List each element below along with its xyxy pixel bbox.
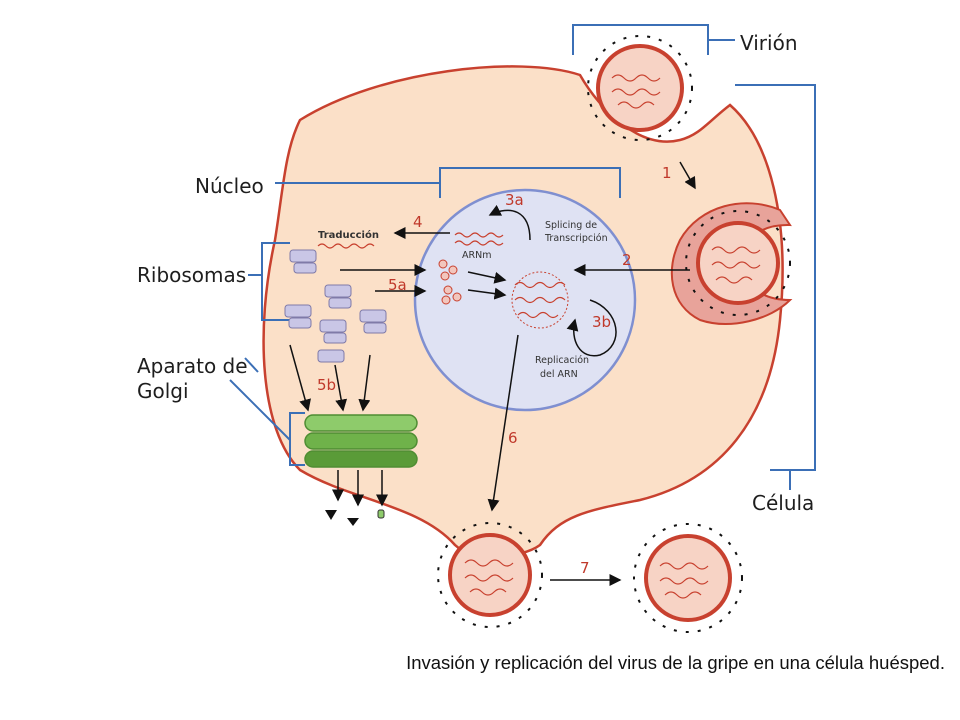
ribosomes-label: Ribosomas bbox=[137, 263, 246, 287]
translation-label: Traducción bbox=[318, 229, 379, 241]
virion-entering bbox=[587, 35, 693, 141]
virion-label: Virión bbox=[740, 31, 798, 55]
translation-strand bbox=[317, 243, 375, 249]
step-1: 1 bbox=[662, 164, 672, 182]
nucleus-label: Núcleo bbox=[195, 174, 264, 198]
mrna-label: ARNm bbox=[462, 250, 491, 261]
splicing-label-line1: Splicing de bbox=[545, 220, 597, 231]
process-arrows bbox=[289, 161, 696, 586]
virion-endosome bbox=[685, 210, 791, 316]
replication-label-line2: del ARN bbox=[540, 369, 578, 380]
rna-replication-cluster bbox=[511, 271, 569, 329]
released-spikes bbox=[325, 509, 385, 526]
nuclear-particles bbox=[438, 259, 462, 305]
step-3b: 3b bbox=[592, 313, 611, 331]
figure-caption: Invasión y replicación del virus de la g… bbox=[406, 652, 945, 673]
virion-released bbox=[633, 523, 743, 633]
golgi-label-line2: Golgi bbox=[137, 379, 189, 403]
step-4: 4 bbox=[413, 213, 423, 231]
step-5b: 5b bbox=[317, 376, 336, 394]
golgi-bracket-line bbox=[229, 379, 291, 441]
replication-label-line1: Replicación bbox=[535, 355, 589, 366]
step-3a: 3a bbox=[505, 191, 524, 209]
step-2: 2 bbox=[622, 251, 632, 269]
virion-budding bbox=[437, 522, 543, 628]
cell-label: Célula bbox=[752, 491, 814, 515]
golgi-label-line1: Aparato de bbox=[137, 354, 248, 378]
step-5a: 5a bbox=[388, 276, 407, 294]
mrna-strands bbox=[454, 232, 504, 246]
step-7: 7 bbox=[580, 559, 590, 577]
cell-bracket bbox=[735, 84, 816, 471]
splicing-label-line2: Transcripción bbox=[544, 233, 608, 244]
golgi-apparatus bbox=[304, 414, 418, 468]
ribosomes-bracket bbox=[261, 242, 290, 321]
ribosomes bbox=[284, 249, 387, 363]
golgi-bracket-line2 bbox=[244, 357, 259, 373]
step-6: 6 bbox=[508, 429, 518, 447]
